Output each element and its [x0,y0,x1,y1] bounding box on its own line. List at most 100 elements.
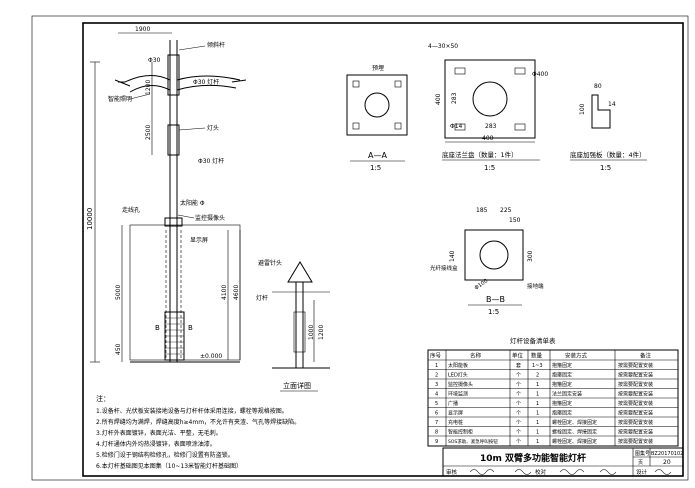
note-item: 4.灯杆通体内外均热浸镀锌，表面喷涂油漆。 [96,440,216,448]
section-bb-dim-4: 140 [449,250,456,262]
sheet-inner-border [82,22,684,477]
cell: 按需要配置安装 [618,400,653,407]
cell: 法兰固定安装 [552,391,582,398]
equip-header: 备注 [640,352,652,360]
cell: 抱箍固定 [552,362,572,369]
detail-left-dim-2: 1200 [318,325,325,340]
cell: 1 [536,382,539,388]
equip-header: 单位 [512,352,524,360]
cell: SOS求助、紧急呼叫按钮 [448,438,498,445]
equip-header: 数量 [531,352,543,360]
label-phi-lamp2: Φ30 灯杆 [198,157,224,165]
label-level-zero: ±0.000 [200,353,222,360]
section-bb-dim-2: 225 [500,207,512,214]
cell: 1 [536,392,539,398]
dim-top-arm-width: 1900 [135,26,150,33]
equip-header: 名称 [470,352,482,360]
notes-heading: 注： [96,394,110,403]
equip-header: 安装方式 [565,352,588,360]
cell: 监控摄像头 [448,381,473,388]
cell: LED灯头 [448,372,468,379]
cell: 个 [516,411,521,417]
cell: 个 [516,392,521,398]
base-plate-scale: 1:5 [484,164,495,172]
notes-block: 注： 1.设备杆、光伏板安装接地设备与灯杆杆体采用连接，螺栓等规格按图。 2.所… [96,394,300,470]
cell: 智能控制柜 [448,429,473,436]
label-phi-lamp: Φ30 灯杆 [193,78,219,86]
cell: 螺栓固定、焊接固定 [552,419,597,426]
cell: 个 [516,382,521,388]
cell: 个 [516,401,521,407]
label-tilt-sensor: 倾斜杆 [207,41,225,49]
section-aa: 预埋 A—A 1:5 [346,64,408,172]
base-hatch [165,317,184,355]
cell: 1~3 [532,363,543,369]
note-item: 3.灯杆外表面镀锌，表面光洁、平整，无毛刺。 [96,429,222,437]
rib-plate-dim-t: 14 [608,101,616,108]
section-bb-dim-5: 300 [527,250,534,262]
cell: 显示屏 [448,411,463,417]
equip-rows: 1 太阳能板 套 1~3 抱箍固定 按需要配置安装 2 LED灯头 个 2 抱箍… [435,362,653,445]
base-plate-dim-dia: Φ400 [532,71,548,78]
base-plate-dim-bottom: 400 [482,135,494,142]
dim-base-seg: 450 [115,343,122,355]
section-bb-dim-3: 150 [509,217,521,224]
detail-left-title: 立面详图 [283,381,311,390]
page-number: 20 [663,459,671,466]
cell: 螺栓固定、焊接固定 [552,438,597,445]
dim-lower-seg2: 4600 [233,285,240,300]
cell: 6 [435,411,438,417]
equip-header: 序号 [430,352,442,360]
detail-left: 避雷针头 灯杆 1000 1200 立面详图 [256,259,330,392]
detail-left-dim-1: 1000 [308,325,315,340]
drawing-no: BZ20170102 [651,451,683,457]
cell: 个 [516,373,521,379]
cell: 按需要配置安装 [618,391,653,398]
cell: 按需要配置安装 [618,429,653,436]
section-aa-title: A—A [368,151,387,160]
cell: 充电桩 [448,419,463,426]
cell: 1 [536,430,539,436]
equipment-table: 灯杆设备清单表 序号 名称 单位 数量 安装方式 备注 1 太阳能板 套 1~3… [427,336,679,447]
signature [559,469,585,475]
cell: 按需要配置安装 [618,419,653,426]
base-plate: 4—30×50 400 283 Φ400 Φ14 283 400 底座法兰盘（数… [428,43,548,172]
base-plate-dim-inner: 283 [451,92,458,104]
cell: 抱箍固定 [552,381,572,388]
dim-lower-seg: 4100 [221,285,228,300]
signature [469,469,495,475]
cell: 按需要配置安装 [618,381,653,388]
cell: 2 [536,373,539,379]
section-bb-note-1: 光纤接线盒 [430,264,458,272]
label-screen: 显示屏 [190,237,208,244]
label-hatch-b-right: B [188,324,193,332]
cell: 1 [536,411,539,417]
note-item: 5.检修门设于钢结构检修孔，检修门设置有防盗锁。 [96,451,234,459]
cell: 2 [435,373,438,379]
section-aa-scale: 1:5 [370,164,381,172]
dim-total-height: 10000 [86,208,94,230]
signature [599,469,617,475]
cell: 9 [435,439,438,445]
cell: 抱箍固定 [552,400,572,407]
check-label: 校对 [535,468,547,476]
rib-plate-dim-w: 80 [594,83,602,90]
base-plate-dim-inner2: 283 [485,123,497,130]
design-label: 设计 [636,468,648,476]
cell: 按需要配置安装 [618,362,653,369]
cell: 个 [516,439,521,445]
dim-mid-seg: 5000 [115,285,122,300]
base-plate-dim-top: 4—30×50 [428,43,458,50]
base-plate-title: 底座法兰盘（数量：1件） [442,150,518,159]
rib-plate-scale: 1:5 [600,164,611,172]
base-plate-dim-hole: Φ14 [450,123,463,130]
cell: 广播 [448,400,458,407]
note-item: 1.设备杆、光伏板安装接地设备与灯杆杆体采用连接，螺栓等规格按图。 [96,407,288,415]
label-dia-30: Φ30 [148,57,161,64]
cell: 按需要配置安装 [618,438,653,445]
detail-left-label-mid: 灯杆 [256,294,268,302]
cell: 1 [536,439,539,445]
cell: 太阳能板 [448,362,468,369]
cell: 抱箍固定 [552,372,572,379]
